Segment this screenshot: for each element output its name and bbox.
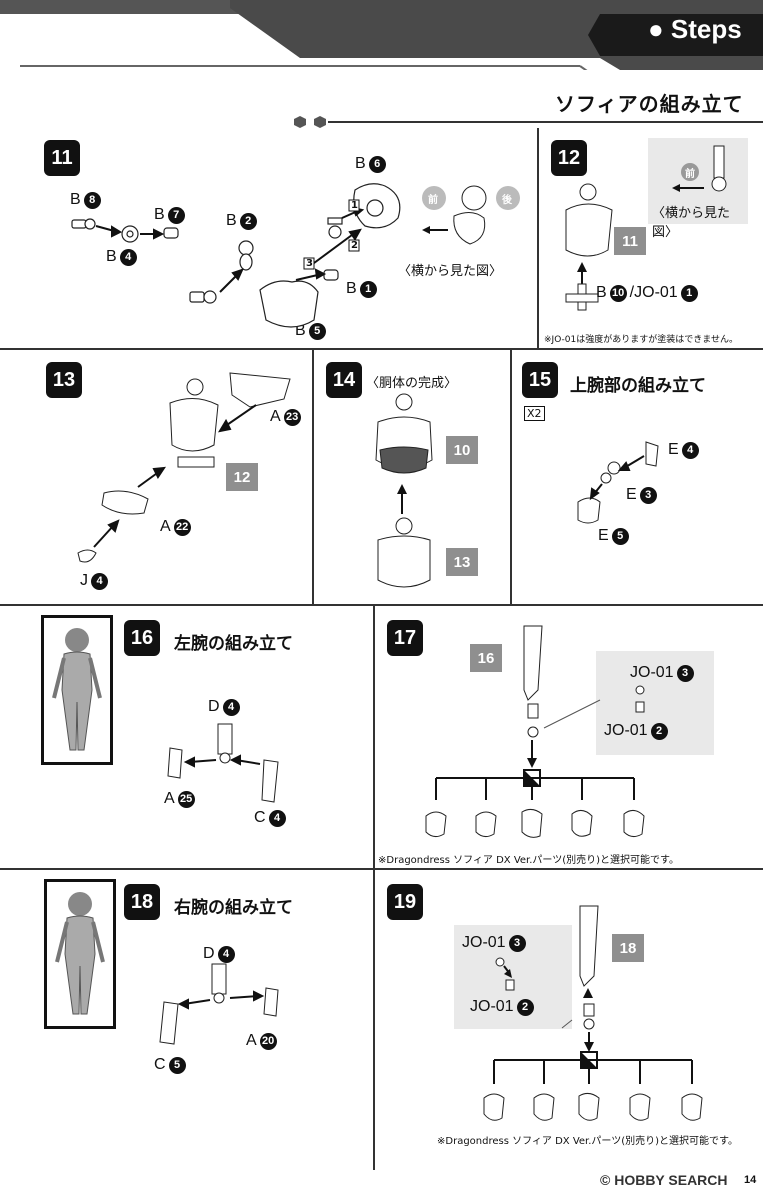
step-15-multiplier: X2 [524, 406, 545, 421]
side-12-front: 前 [685, 169, 695, 180]
step-18-diagram [159, 963, 279, 1045]
step-13-number: 13 [46, 362, 82, 398]
step-15-number: 15 [522, 362, 558, 398]
title-rule [294, 116, 763, 128]
figure-thumbnail-18 [44, 879, 116, 1029]
step-18-title: 右腕の組み立て [174, 898, 293, 918]
step-14-ref-top: 10 [446, 436, 478, 464]
step-19-note: ※Dragondress ソフィア DX Ver.パーツ(別売り)と選択可能です… [437, 1136, 739, 1147]
seq-3: 3 [306, 258, 313, 269]
step-12-diagram [565, 183, 613, 311]
step-12-number: 12 [551, 140, 587, 176]
side-view-12-drawing [672, 145, 727, 192]
divider-h1 [0, 348, 763, 350]
side-view-11: 前 後 [422, 178, 522, 288]
step-14-diagram [375, 393, 433, 588]
step-17-diagram [425, 625, 645, 838]
step-11-number: 11 [44, 140, 80, 176]
step-17-note: ※Dragondress ソフィア DX Ver.パーツ(別売り)と選択可能です… [378, 855, 680, 866]
section-title: ソフィアの組み立て [555, 92, 744, 116]
figure-16-drawing [52, 628, 102, 751]
step-14-number: 14 [326, 362, 362, 398]
step-19-number: 19 [387, 884, 423, 920]
step-17-number: 17 [387, 620, 423, 656]
header-bar [0, 0, 763, 70]
side-view-11-drawing [422, 185, 520, 245]
divider-h2 [0, 604, 763, 606]
step-15-title: 上腕部の組み立て [570, 376, 706, 396]
page-number: 14 [744, 1174, 757, 1186]
side-11-front: 前 [428, 195, 438, 206]
steps-label: ● Steps [648, 14, 742, 44]
step-14-title: 〈胴体の完成〉 [366, 376, 458, 391]
step-14-ref-bottom: 13 [446, 548, 478, 576]
seq-2: 2 [351, 240, 358, 251]
side-view-11-caption: 〈横から見た図〉 [398, 264, 503, 279]
divider-v1 [537, 128, 539, 348]
step-12-ref: 11 [614, 227, 646, 255]
side-view-12: 前 〈横から見た図〉 [648, 138, 748, 240]
step-12-note: ※JO-01は強度がありますが塗装はできません。 [544, 335, 738, 345]
footer-watermark: © HOBBY SEARCH [600, 1172, 728, 1188]
step-16-diagram [167, 723, 279, 803]
step-13-diagram [77, 372, 291, 563]
step-17-ref: 16 [470, 644, 502, 672]
side-11-back: 後 [502, 195, 512, 206]
step-11-diagram [71, 183, 401, 328]
seq-1: 1 [351, 200, 358, 211]
divider-v2 [312, 350, 314, 604]
step-19-ref: 18 [612, 934, 644, 962]
step-15-diagram [577, 441, 659, 524]
figure-18-drawing [55, 892, 105, 1015]
step-19-diagram [483, 905, 703, 1121]
step-13-ref: 12 [226, 463, 258, 491]
divider-v3 [510, 350, 512, 604]
divider-h3 [0, 868, 763, 870]
divider-v4 [373, 606, 375, 868]
step-16-number: 16 [124, 620, 160, 656]
step-16-title: 左腕の組み立て [174, 634, 293, 654]
step-18-number: 18 [124, 884, 160, 920]
divider-v5 [373, 870, 375, 1170]
side-view-12-caption: 〈横から見た図〉 [652, 206, 731, 240]
figure-thumbnail-16 [41, 615, 113, 765]
